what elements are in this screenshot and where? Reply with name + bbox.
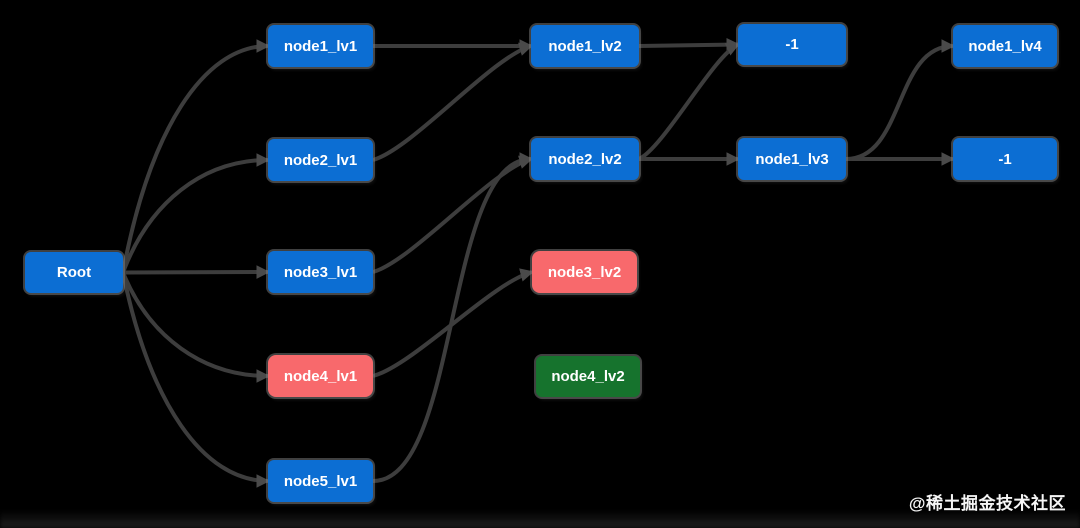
node-node1_lv1[interactable]: node1_lv1 [268, 25, 373, 67]
edge-root-to-node1_lv1 [121, 39, 271, 273]
node-node4_lv1[interactable]: node4_lv1 [268, 355, 373, 397]
node-node5_lv1[interactable]: node5_lv1 [268, 460, 373, 502]
edge-root-to-node4_lv1 [121, 271, 271, 383]
node-node1_lv4[interactable]: node1_lv4 [953, 25, 1057, 67]
node-neg1_a[interactable]: -1 [738, 24, 846, 65]
node-root[interactable]: Root [25, 252, 123, 293]
edge-node4_lv1-to-node3_lv2 [372, 268, 534, 378]
edge-root-to-node5_lv1 [121, 272, 271, 488]
node-node4_lv2[interactable]: node4_lv2 [536, 356, 640, 397]
node-node1_lv3[interactable]: node1_lv3 [738, 138, 846, 180]
watermark: @稀土掘金技术社区 [908, 494, 1066, 513]
edge-node1_lv3-to-node1_lv4 [845, 39, 956, 161]
node-neg1_b[interactable]: -1 [953, 138, 1057, 180]
edge-node3_lv1-to-node2_lv2 [372, 155, 533, 274]
edge-node2_lv1-to-node1_lv2 [372, 42, 533, 162]
edge-node5_lv1-to-node2_lv2 [372, 152, 534, 483]
edge-root-to-node3_lv1 [122, 265, 271, 279]
edge-node1_lv2-to-neg1_a [638, 37, 741, 52]
edge-node2_lv2-to-neg1_a [637, 42, 740, 161]
edge-root-to-node2_lv1 [121, 153, 271, 274]
node-node3_lv2[interactable]: node3_lv2 [532, 251, 637, 293]
node-node3_lv1[interactable]: node3_lv1 [268, 251, 373, 293]
node-node2_lv2[interactable]: node2_lv2 [531, 138, 639, 180]
node-node2_lv1[interactable]: node2_lv1 [268, 139, 373, 181]
node-node1_lv2[interactable]: node1_lv2 [531, 25, 639, 67]
